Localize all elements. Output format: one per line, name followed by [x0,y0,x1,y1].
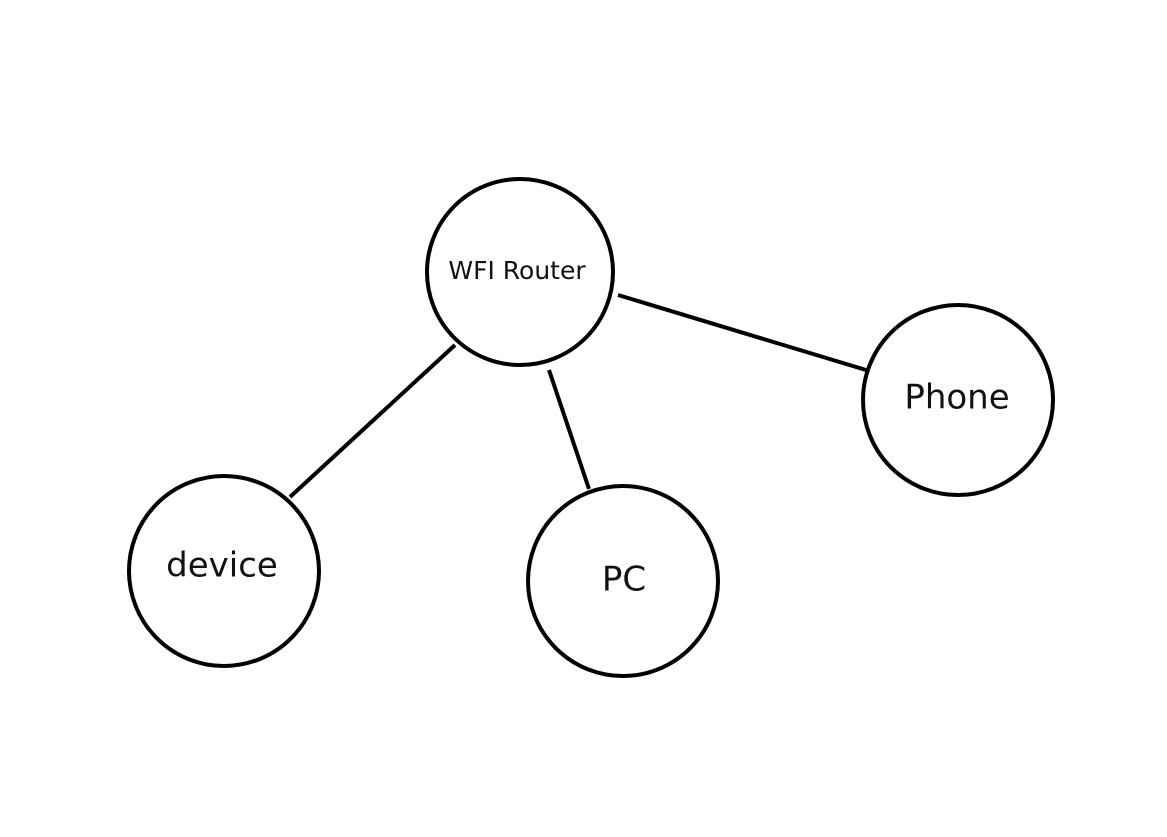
node-phone: Phone [861,303,1055,497]
device-circle [127,474,321,668]
router-circle [425,177,615,367]
node-device: device [127,474,321,668]
edge-router-phone [617,293,867,372]
pc-label: PC [602,560,646,600]
pc-circle [526,484,720,678]
node-pc: PC [526,484,720,678]
edge-router-device [288,343,457,499]
router-label: WFI Router [448,256,586,285]
edge-router-pc [547,369,591,490]
phone-circle [861,303,1055,497]
node-router: WFI Router [425,177,615,367]
phone-label: Phone [904,378,1009,418]
device-label: device [166,546,278,586]
